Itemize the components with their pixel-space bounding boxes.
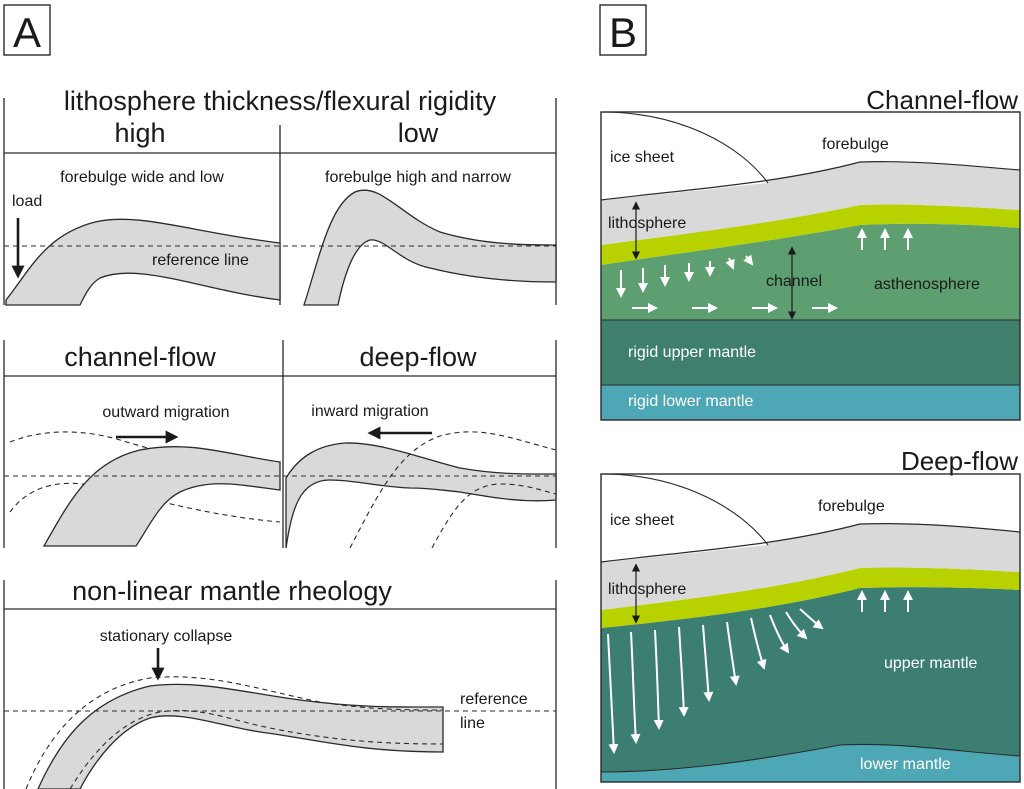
lower-mantle-label: lower mantle (860, 756, 951, 773)
deep-flow-arrow (750, 617, 767, 670)
panel-a: A lithosphere thickness/flexural rigidit… (3, 4, 557, 789)
asthenosphere-label: asthenosphere (874, 276, 980, 293)
caption-wide-low: forebulge wide and low (60, 169, 224, 186)
col-low-label: low (398, 118, 439, 148)
deep-flow-model: Deep-flow ice sheet forebulge lithospher… (600, 446, 1021, 783)
deep-flow-frame (600, 473, 1021, 783)
deep-flow-arrow (769, 614, 790, 654)
panel-b-letter-box (599, 4, 647, 56)
plate-channel-flow (42, 446, 281, 547)
caption-stationary-collapse: stationary collapse (100, 628, 233, 645)
deep-flow-arrow (702, 624, 714, 702)
section-rigidity-title: lithosphere thickness/flexural rigidity (64, 86, 497, 116)
lower-mantle-boundary (600, 743, 1021, 773)
reference-label-1: reference (460, 691, 528, 708)
down-flow-arrow (725, 257, 735, 270)
ice-sheet-label: ice sheet (610, 149, 675, 166)
deep-lithosphere-label: lithosphere (608, 581, 686, 598)
col-deep-flow-label: deep-flow (359, 342, 477, 372)
plate-nonlinear (37, 683, 444, 789)
deep-ice-outline (600, 473, 769, 546)
deep-flow-arrow (653, 629, 664, 730)
deep-forebulge-label: forebulge (818, 498, 885, 515)
ice-sheet (601, 112, 768, 200)
caption-inward-migration: inward migration (311, 403, 428, 420)
ice-sheet-outline (600, 111, 769, 184)
lithosphere-layer (601, 161, 1020, 245)
rigid-upper-mantle-layer (601, 320, 1020, 385)
section-flow: channel-flow deep-flow outward migration… (3, 340, 557, 549)
deep-flow-title: Deep-flow (901, 446, 1018, 476)
col-channel-flow-label: channel-flow (64, 342, 216, 372)
deep-lithosphere-top-line (600, 523, 1021, 563)
rigid-lower-mantle-label: rigid lower mantle (628, 393, 753, 410)
deep-future-bottom (431, 483, 557, 549)
deep-flow-arrow (630, 631, 641, 744)
caption-high-narrow: forebulge high and narrow (325, 169, 511, 186)
rigid-upper-mantle-label: rigid upper mantle (628, 344, 756, 361)
deep-ice-sheet (601, 474, 768, 562)
panel-b-letter: B (609, 9, 637, 56)
caption-outward-migration: outward migration (102, 404, 229, 421)
deep-flow-arrow (799, 608, 824, 630)
plate-low-rigidity (303, 189, 557, 306)
deep-lithosphere-layer (601, 523, 1020, 610)
channel-flow-arrows (616, 228, 913, 313)
channel-flow-model: Channel-flow ice sheet forebulge lithosp… (600, 85, 1021, 421)
deep-flow-arrows (607, 590, 913, 754)
channel-label: channel (766, 273, 822, 290)
down-flow-arrow (743, 254, 754, 266)
deep-flow-arrow (607, 633, 619, 754)
upper-mantle-label: upper mantle (884, 655, 977, 672)
reference-label-2: line (460, 715, 485, 732)
load-label: load (12, 193, 42, 210)
deep-flow-arrow (726, 621, 740, 686)
deep-future-top (349, 431, 557, 549)
panel-a-letter: A (13, 9, 41, 56)
panel-a-letter-box (3, 4, 51, 56)
section-rigidity: lithosphere thickness/flexural rigidity … (3, 86, 557, 306)
asthenosphere-layer (601, 223, 1020, 320)
section-nonlinear-title: non-linear mantle rheology (72, 576, 392, 606)
plate-high-rigidity (5, 218, 281, 306)
channel-flow-title: Channel-flow (866, 85, 1018, 115)
nonlinear-initial-bottom (69, 710, 444, 789)
deep-upper-mantle-layer (601, 587, 1020, 782)
lithosphere-label: lithosphere (608, 215, 686, 232)
deep-flow-arrow (785, 611, 808, 640)
plate-deep-flow (285, 442, 557, 549)
forebulge-label: forebulge (822, 136, 889, 153)
section-nonlinear: non-linear mantle rheology stationary co… (3, 576, 557, 789)
deep-lower-mantle-layer (601, 744, 1020, 782)
deep-flow-arrow (678, 626, 689, 717)
deep-ice-sheet-label: ice sheet (610, 512, 675, 529)
lithosphere-top-line (600, 161, 1021, 201)
channel-flow-frame (600, 111, 1021, 421)
channel-previous-top (9, 431, 281, 481)
col-high-label: high (114, 118, 165, 148)
lithosphere-band (601, 204, 1020, 265)
reference-line-label: reference line (152, 252, 249, 269)
nonlinear-initial-top (25, 676, 444, 789)
deep-lithosphere-band (601, 567, 1020, 628)
panel-b: B Channel-flow ice sheet forebulge litho… (599, 4, 1021, 783)
rigid-lower-mantle-layer (601, 385, 1020, 420)
